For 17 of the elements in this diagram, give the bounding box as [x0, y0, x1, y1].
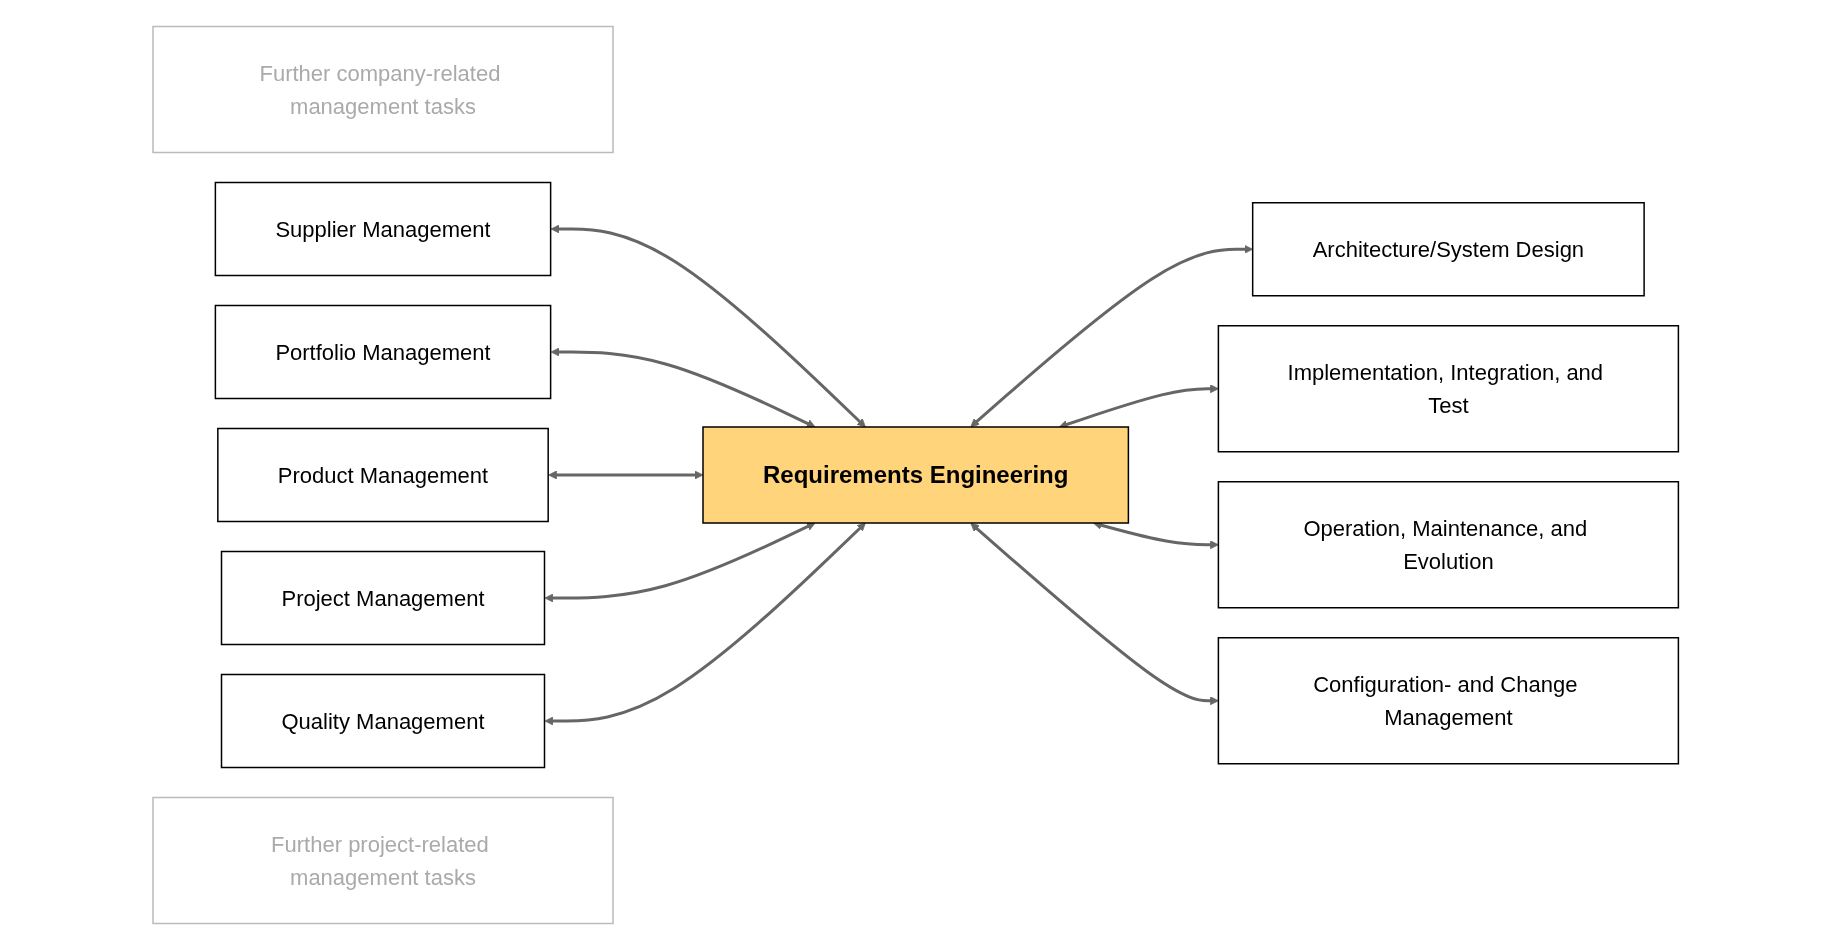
node-box: Configuration- and Change Management — [1217, 637, 1680, 765]
node-box: Product Management — [217, 427, 550, 523]
node-box: Portfolio Management — [214, 304, 552, 400]
node-box: Operation, Maintenance, and Evolution — [1217, 481, 1680, 609]
node-box: Project Management — [221, 550, 546, 646]
arrow — [548, 470, 704, 480]
node-box: Quality Management — [221, 673, 546, 769]
arrow — [550, 347, 816, 428]
arrow — [544, 522, 816, 603]
node-box: Architecture/System Design — [1252, 202, 1646, 297]
node-box: Implementation, Integration, and Test — [1217, 325, 1680, 453]
node-box: Further company-related management tasks — [152, 25, 615, 154]
arrow — [550, 224, 867, 428]
node-box: Requirements Engineering — [702, 426, 1130, 524]
arrow — [544, 522, 867, 726]
node-box: Further project-related management tasks — [152, 796, 615, 925]
node-box: Supplier Management — [214, 181, 552, 277]
